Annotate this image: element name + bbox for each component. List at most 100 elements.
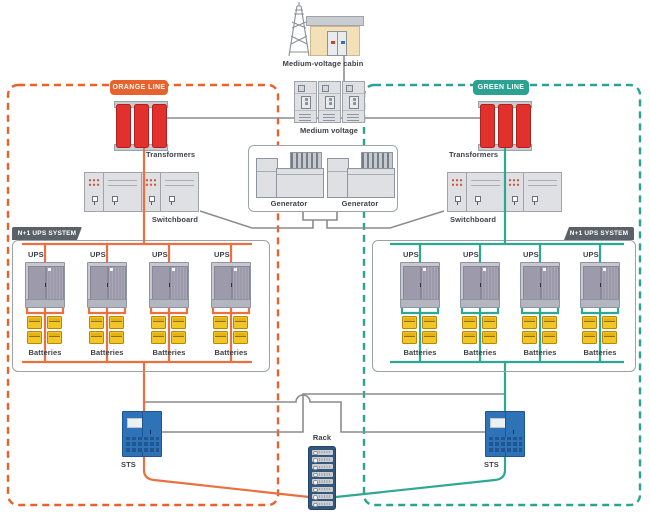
battery-group: [89, 316, 125, 344]
rack-server-slot: [311, 479, 333, 485]
transformer-unit: [498, 104, 513, 148]
ups-label: UPS: [90, 250, 106, 259]
switchboard-label-right: Switchboard: [450, 215, 497, 224]
ups-unit: [460, 262, 500, 308]
battery-unit: [233, 316, 248, 329]
rack-server-slot: [311, 464, 333, 471]
orange-line-badge: ORANGE LINE: [110, 80, 168, 95]
ups-label: UPS: [403, 250, 419, 259]
rack-server-slot: [311, 449, 333, 456]
battery-unit: [462, 331, 477, 344]
battery-unit: [522, 331, 537, 344]
generator-label: Generator: [270, 199, 308, 208]
switchboard-panel: [523, 172, 562, 212]
ups-unit: [25, 262, 65, 308]
battery-group: [213, 316, 249, 344]
battery-unit: [27, 331, 42, 344]
rack-cabinet: [308, 446, 336, 510]
batteries-label: Batteries: [523, 348, 557, 357]
cabin-label: Medium-voltage cabin: [282, 59, 364, 68]
battery-unit: [462, 316, 477, 329]
transmission-tower-icon: [288, 2, 310, 57]
rack-server-slot: [311, 501, 333, 508]
sts-label-right: STS: [484, 460, 499, 469]
green-zone-dashed-border: [362, 83, 642, 507]
battery-unit: [602, 331, 617, 344]
battery-group: [27, 316, 63, 344]
battery-unit: [109, 316, 124, 329]
batteries-label: Batteries: [90, 348, 124, 357]
transformer-bank-left: [114, 100, 168, 151]
ups-label: UPS: [463, 250, 479, 259]
rack-server-slot: [311, 471, 333, 478]
battery-unit: [402, 331, 417, 344]
generator-body: [347, 168, 395, 198]
generator-feed-wires: [199, 210, 445, 229]
battery-unit: [47, 331, 62, 344]
ups-unit: [580, 262, 620, 308]
battery-group: [582, 316, 618, 344]
sts-unit-right: [485, 411, 525, 457]
battery-unit: [542, 316, 557, 329]
switchboard-panel: [103, 172, 142, 212]
green-sts-rack-wire: [335, 362, 507, 499]
ups-label: UPS: [523, 250, 539, 259]
transformers-label-left: Transformers: [146, 150, 196, 159]
battery-group: [522, 316, 558, 344]
orange-ups-bus-wires: [22, 242, 252, 364]
transformer-bank-right: [478, 100, 532, 151]
batteries-label: Batteries: [403, 348, 437, 357]
battery-unit: [582, 331, 597, 344]
sts-cross-feed-wire-b: [161, 393, 505, 433]
battery-unit: [542, 331, 557, 344]
battery-unit: [582, 316, 597, 329]
transformer-unit: [480, 104, 495, 148]
battery-unit: [151, 331, 166, 344]
transformer-unit: [516, 104, 531, 148]
battery-unit: [171, 331, 186, 344]
mv-switchgear-cabinet: [294, 81, 317, 123]
battery-unit: [422, 316, 437, 329]
battery-unit: [89, 331, 104, 344]
ups-unit: [520, 262, 560, 308]
green-ups-bus-wires: [390, 242, 624, 364]
ups-system-tab-left: N+1 UPS SYSTEM: [12, 227, 82, 240]
ups-label: UPS: [583, 250, 599, 259]
battery-group: [462, 316, 498, 344]
cabin-door-split: [337, 32, 338, 55]
battery-unit: [47, 316, 62, 329]
ups-unit: [211, 262, 251, 308]
ups-unit: [87, 262, 127, 308]
batteries-label: Batteries: [152, 348, 186, 357]
batteries-label: Batteries: [28, 348, 62, 357]
transformer-unit: [152, 104, 167, 148]
battery-unit: [602, 316, 617, 329]
cabin-door-blue-mark: [341, 41, 345, 44]
cabin-door-red-mark: [331, 41, 335, 44]
rack-server-slot: [311, 494, 333, 500]
battery-unit: [27, 316, 42, 329]
transformer-unit: [134, 104, 149, 148]
sts-unit-left: [122, 411, 162, 457]
switchboard-left: [84, 172, 199, 212]
rack-server-slot: [311, 486, 333, 493]
mv-switchgear-cabinet: [318, 81, 341, 123]
cabin-roof: [306, 16, 364, 26]
switchboard-label-left: Switchboard: [151, 215, 198, 224]
generator-plant: Generator Generator: [248, 145, 398, 212]
orange-sts-rack-wire: [142, 362, 310, 499]
rack-server-slot: [311, 456, 333, 463]
battery-unit: [233, 331, 248, 344]
ups-unit: [400, 262, 440, 308]
ups-label: UPS: [28, 250, 44, 259]
batteries-label: Batteries: [583, 348, 617, 357]
transformer-unit: [116, 104, 131, 148]
battery-unit: [522, 316, 537, 329]
generator-unit: Generator: [327, 152, 395, 208]
rack-label: Rack: [312, 433, 332, 442]
battery-unit: [89, 316, 104, 329]
battery-unit: [482, 316, 497, 329]
battery-unit: [171, 316, 186, 329]
